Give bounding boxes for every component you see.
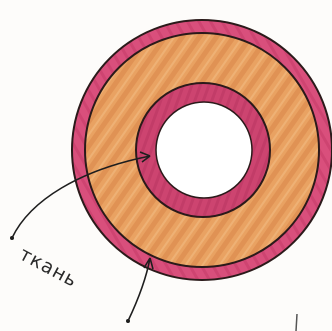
center-lumen [156, 102, 252, 198]
leader-dot-inner [10, 236, 14, 240]
leader-dot-outer [126, 319, 130, 323]
edge-mark [296, 314, 297, 331]
tissue-label: ткань [16, 243, 82, 292]
